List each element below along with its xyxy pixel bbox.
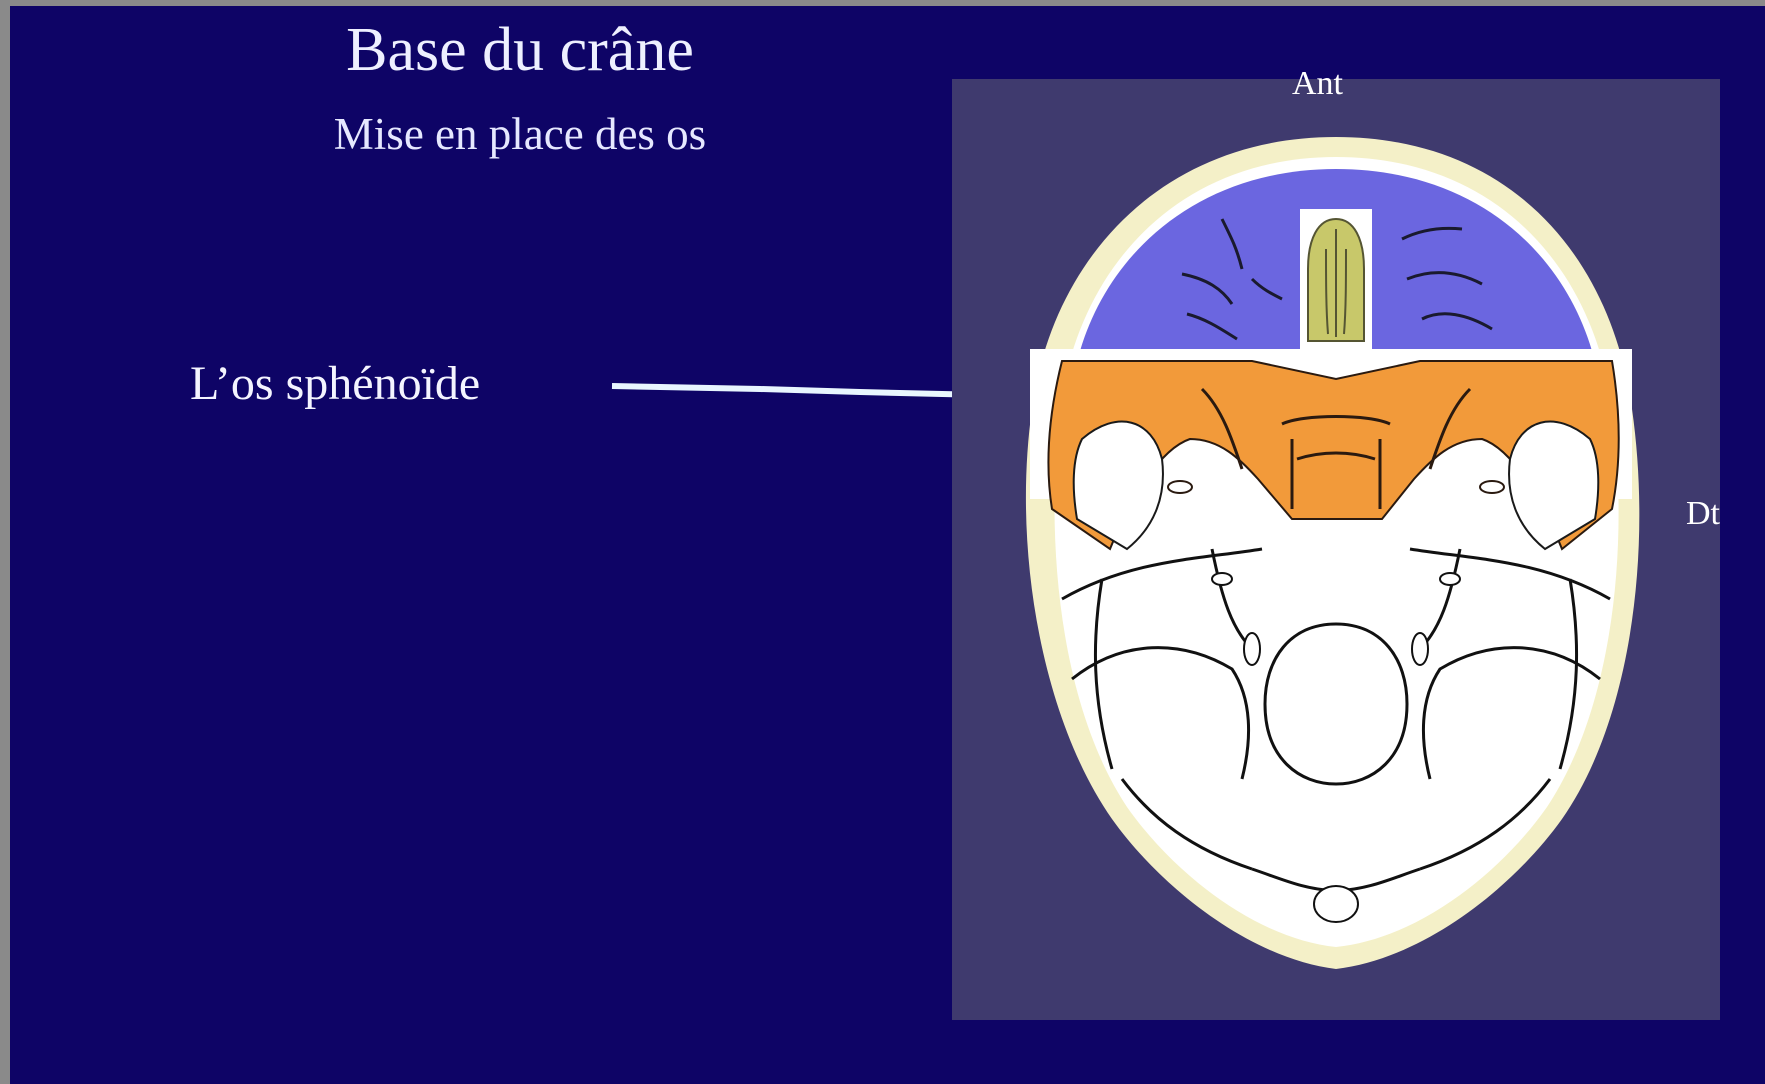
orientation-label-anterior: Ant [1292,64,1343,104]
orientation-label-right: Dt [1686,494,1720,534]
skull-base-diagram [952,79,1720,1020]
